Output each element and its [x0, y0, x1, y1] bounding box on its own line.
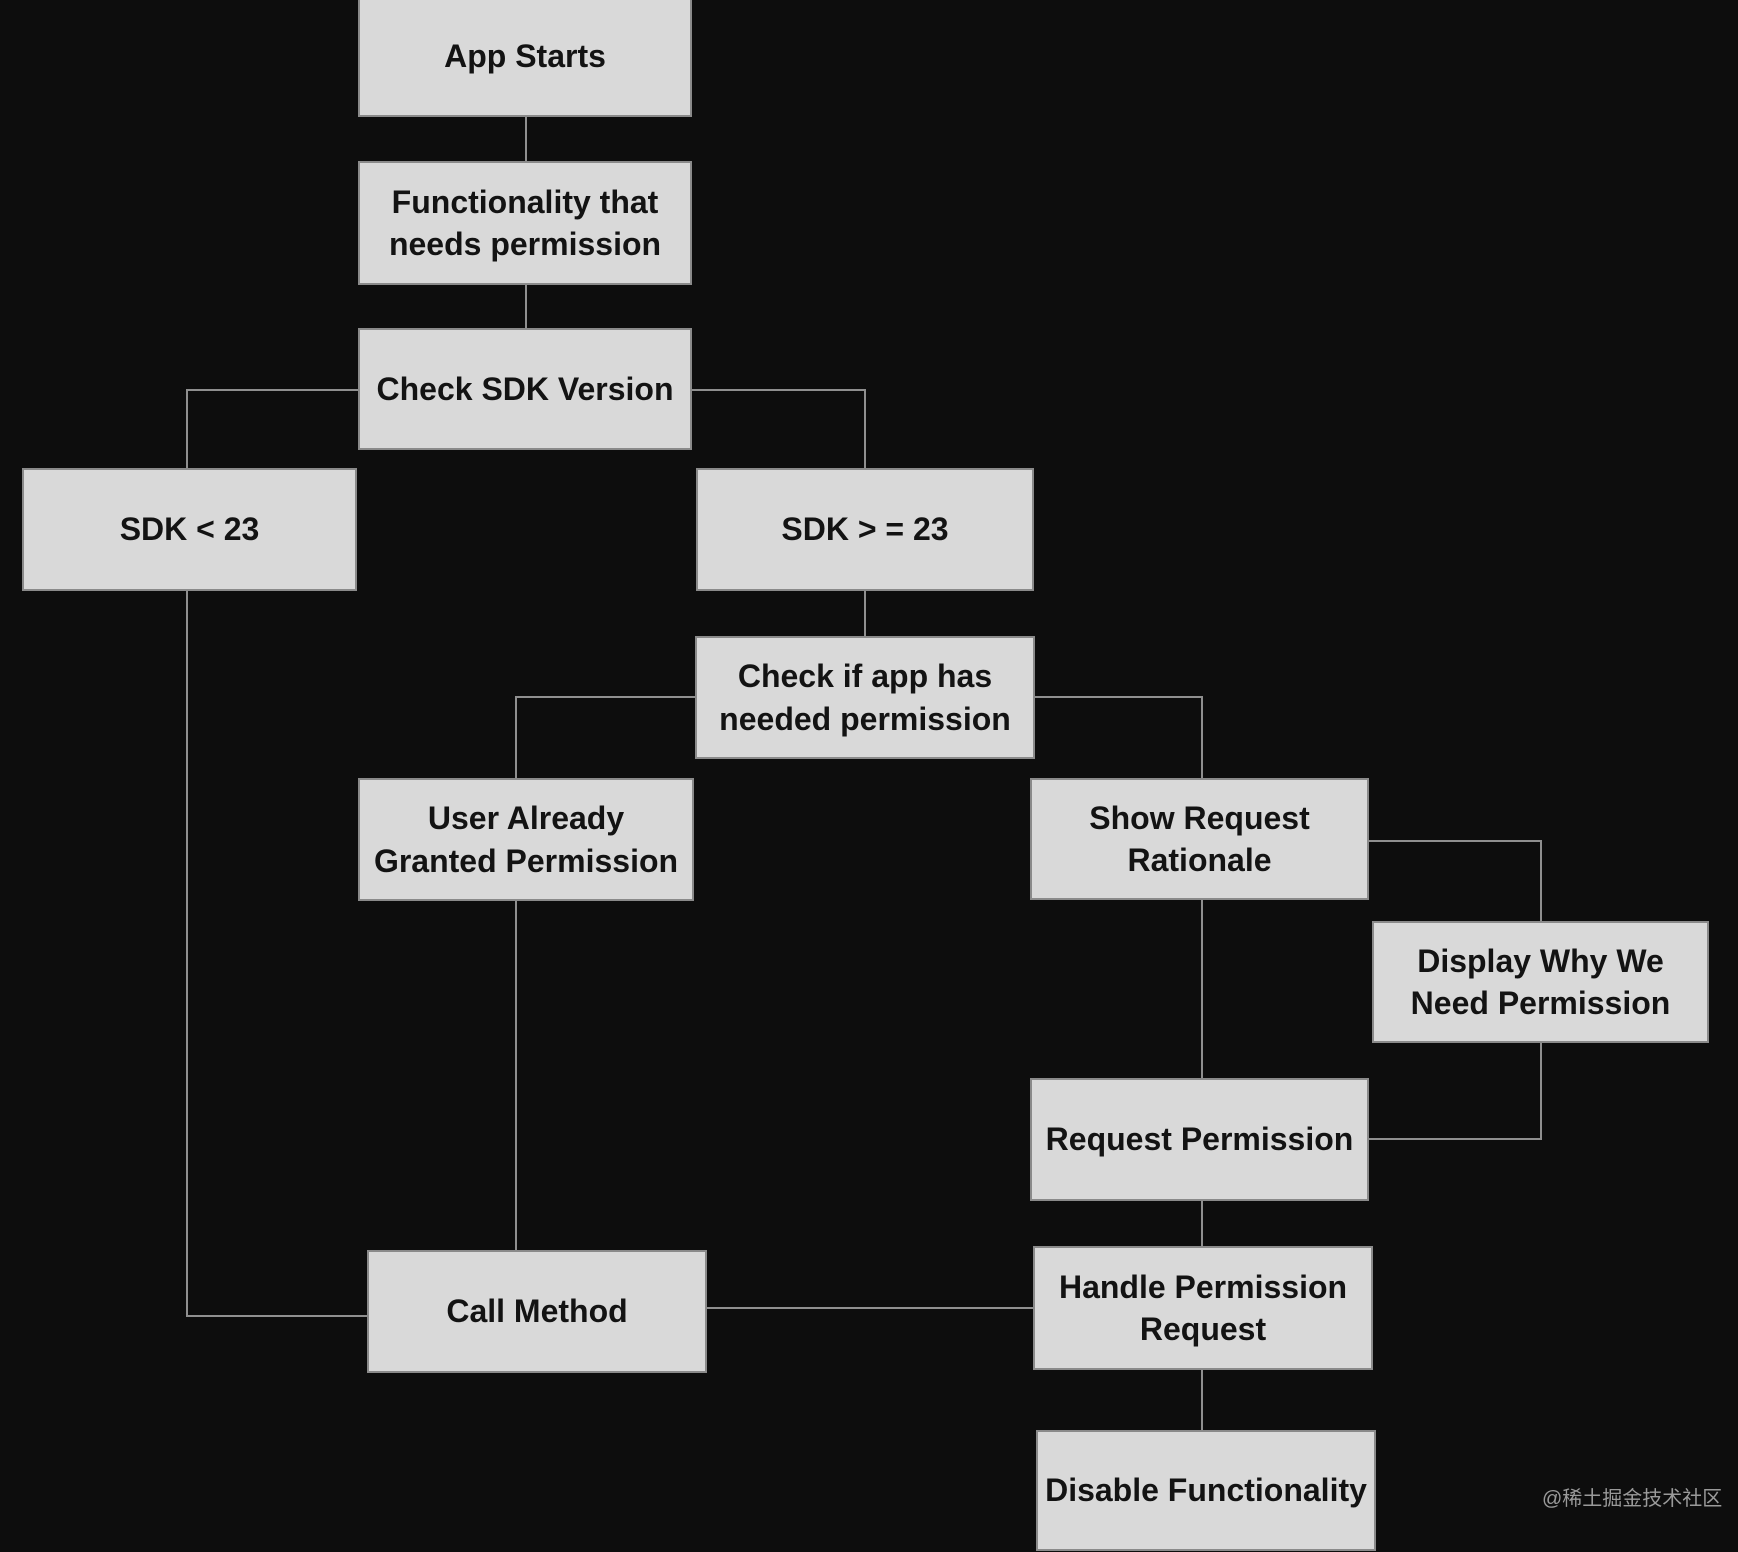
- connector-displaywhy-requestperm-horizontal: [1367, 1138, 1542, 1140]
- connector-appstarts-functionality: [525, 117, 527, 163]
- node-request-permission: Request Permission: [1030, 1078, 1369, 1201]
- connector-functionality-checksdk: [525, 285, 527, 330]
- connector-sdklt23-callmethod-vertical: [186, 389, 188, 1317]
- connector-sdkge23-checkperm: [864, 591, 866, 638]
- node-sdk-ge-23: SDK > = 23: [696, 468, 1034, 591]
- node-call-method: Call Method: [367, 1250, 707, 1373]
- node-disable-functionality: Disable Functionality: [1036, 1430, 1376, 1551]
- connector-requestperm-handlerequest: [1201, 1199, 1203, 1248]
- connector-checkperm-rationale-vertical: [1201, 696, 1203, 780]
- node-functionality-needs-permission: Functionality that needs permission: [358, 161, 692, 285]
- connector-checkperm-rationale-horizontal: [1033, 696, 1203, 698]
- connector-displaywhy-requestperm-vertical: [1540, 1041, 1542, 1140]
- node-check-app-has-permission: Check if app has needed permission: [695, 636, 1035, 759]
- node-check-sdk-version: Check SDK Version: [358, 328, 692, 450]
- node-user-already-granted: User Already Granted Permission: [358, 778, 694, 901]
- watermark-text: @稀土掘金技术社区: [1542, 1488, 1723, 1510]
- connector-checksdk-sdkge23-vertical: [864, 389, 866, 470]
- connector-rationale-requestperm: [1201, 898, 1203, 1080]
- connector-sdklt23-callmethod-horizontal: [186, 1315, 369, 1317]
- node-show-request-rationale: Show Request Rationale: [1030, 778, 1369, 900]
- connector-checkperm-usergranted-horizontal: [515, 696, 697, 698]
- connector-rationale-displaywhy-vertical: [1540, 840, 1542, 923]
- node-display-why-we-need-permission: Display Why We Need Permission: [1372, 921, 1709, 1043]
- node-app-starts: App Starts: [358, 0, 692, 117]
- connector-handlerequest-disable: [1201, 1368, 1203, 1432]
- connector-checksdk-sdkge23-horizontal: [690, 389, 866, 391]
- node-handle-permission-request: Handle Permission Request: [1033, 1246, 1373, 1370]
- connector-rationale-displaywhy-horizontal: [1367, 840, 1542, 842]
- connector-callmethod-handlerequest: [705, 1307, 1035, 1309]
- connector-checksdk-sdklt23-horizontal: [186, 389, 358, 391]
- node-sdk-lt-23: SDK < 23: [22, 468, 357, 591]
- connector-usergranted-callmethod-vertical: [515, 696, 517, 1252]
